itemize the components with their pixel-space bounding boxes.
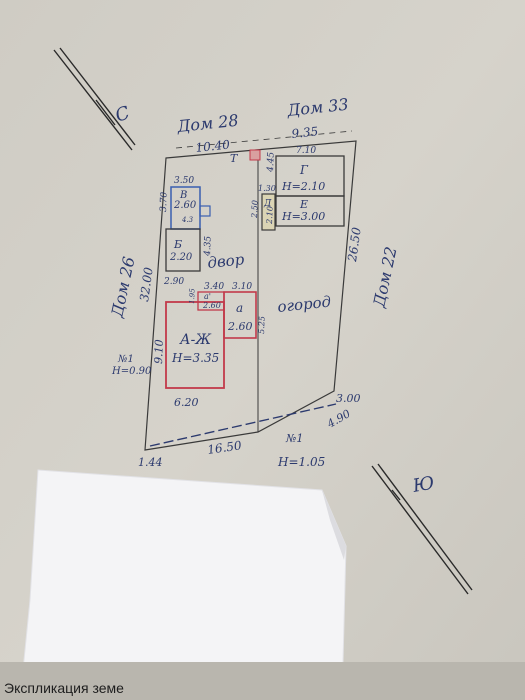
annex-a: [223, 291, 257, 339]
dim-house-width: 6.20: [174, 396, 199, 409]
building-d-letter: Д: [263, 199, 272, 209]
yard-label: двор: [207, 250, 246, 272]
dim-annex-side: 5.25: [257, 316, 267, 334]
dim-bldg-b-width: 2.90: [163, 277, 184, 287]
building-e-letter: Е: [299, 198, 308, 211]
building-g-letter: Г: [299, 163, 309, 177]
main-house: [165, 301, 225, 389]
north-top-dashes: [175, 130, 353, 149]
dim-bldg-d-width: 1.30: [258, 184, 276, 193]
dim-south: 16.50: [206, 438, 242, 457]
toilet-label: Т: [230, 152, 239, 165]
dim-east: 26.50: [345, 226, 364, 263]
building-b-letter: Б: [173, 238, 182, 251]
main-house-height: Н=3.35: [171, 351, 219, 365]
main-house-letter: А-Ж: [179, 332, 212, 348]
building-e-height: Н=3.00: [281, 210, 325, 223]
dim-bldg-g-top: 7.10: [296, 146, 316, 156]
footer-text: Экспликация земе: [4, 680, 124, 696]
fence-south-label: №1: [285, 432, 303, 445]
dim-north-left: 10.40: [195, 137, 231, 155]
annex-a-letter: а: [236, 301, 243, 315]
dim-annex-top: 3.40: [204, 282, 224, 292]
porch-letter: а': [204, 292, 211, 301]
fence-south-height: Н=1.05: [277, 455, 325, 469]
dim-bldg-v-side: 3.70: [159, 191, 170, 212]
dim-bldg-d-side: 2.50: [250, 200, 260, 219]
building-v-small: 4.3: [181, 216, 194, 224]
dim-se-corner: 3.00: [336, 392, 361, 405]
dim-annex-top2: 3.10: [232, 282, 252, 292]
dim-north-right: 9.35: [291, 124, 319, 141]
south-fence: [149, 403, 337, 447]
annex-a-height: 2.60: [227, 320, 253, 333]
south-arrow-icon: [371, 463, 473, 595]
garden-label: огород: [277, 292, 332, 316]
dim-bldg-g-side: 4.45: [266, 151, 277, 173]
fence-west-height: Н=0.90: [111, 366, 152, 377]
dim-annex-small: 1.95: [188, 288, 197, 304]
building-g-height: Н=2.10: [281, 180, 325, 193]
dim-house-depth: 9.10: [152, 339, 166, 364]
building-v-height: 2.60: [173, 200, 197, 211]
porch-height: 2.60: [202, 301, 221, 310]
building-v-letter: В: [179, 190, 187, 201]
dim-bldg-b-side: 4.35: [203, 235, 214, 257]
toilet-box: [249, 149, 261, 161]
building-v-porch: [199, 205, 211, 217]
north-arrow-icon: [53, 47, 136, 151]
parcel-boundary: [144, 140, 357, 451]
fence-west-label: №1: [117, 354, 134, 365]
footer-strip: [0, 662, 525, 700]
south-letter: Ю: [410, 473, 436, 498]
porch: [197, 291, 225, 311]
building-e: [275, 195, 345, 227]
paper-sticker-shadow: [322, 490, 346, 560]
dim-sw-corner: 1.44: [138, 456, 163, 469]
dim-bldg-v-width: 3.50: [174, 176, 194, 186]
dim-west: 32.00: [137, 266, 156, 302]
building-d-height: 2.10: [265, 206, 275, 225]
building-d: [261, 193, 276, 231]
building-b-height: 2.20: [169, 252, 193, 263]
building-b: [165, 228, 201, 272]
